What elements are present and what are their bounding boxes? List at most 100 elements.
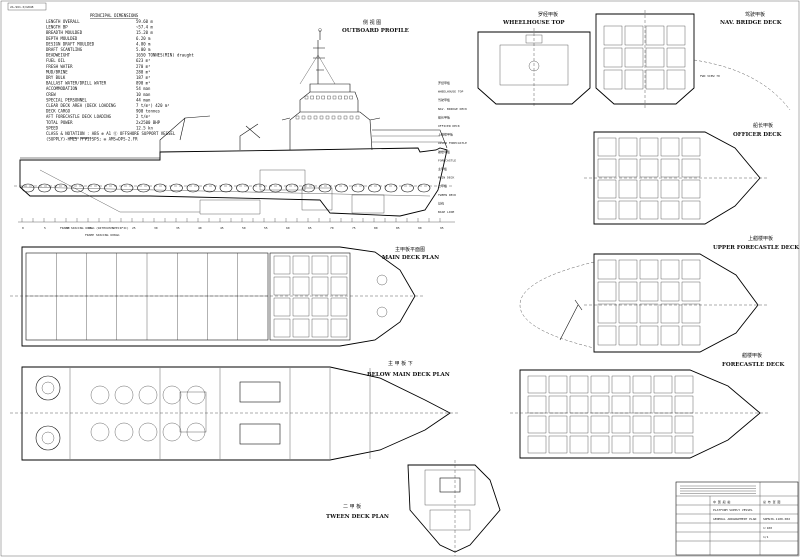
fender-tyre: [384, 183, 398, 193]
fender-tyre: [351, 183, 365, 193]
fender-tyre: [368, 183, 381, 193]
main-deck-title-cn: 主甲板平面图: [395, 246, 425, 253]
fender-tyre: [153, 183, 167, 193]
particular-value: 4.80 m: [136, 41, 151, 46]
deck-level-label: TWEEN DECK: [438, 193, 456, 197]
fender-tyre: [104, 183, 117, 193]
frame-spacing-note: FRAME SPACING 600mm (WITHOUT SPECIFIC): [60, 226, 129, 230]
particular-value: ~57.4 m: [136, 25, 153, 30]
frame-number: 70: [330, 226, 334, 230]
profile-hull: [19, 147, 448, 217]
title-block-drawing-cn: 总 布 置 图: [763, 499, 780, 504]
nav-bridge-deck: 驾驶甲板 NAV. BRIDGE DECK FWD VIEW 70: [595, 10, 791, 111]
tween-deck-plan: 二 甲 板 TWEEN DECK PLAN: [326, 460, 501, 556]
particular-value: 59.60 m: [136, 19, 153, 24]
deck-level-label: 主甲板: [438, 166, 447, 171]
fender-tyre: [335, 183, 348, 193]
fender-tyre: [219, 183, 233, 193]
wheelhouse-top: 罗经甲板 WHEELHOUSE TOP: [477, 11, 591, 108]
officer-deck: 船长甲板 OFFICER DECK: [584, 122, 782, 225]
deck-level-label: UPPER FORECASTLE: [438, 141, 467, 145]
fender-tyre: [87, 183, 101, 193]
frame-number: 5: [44, 226, 46, 230]
fender-tyre: [71, 183, 84, 193]
outboard-title-en: OUTBOARD PROFILE: [342, 28, 409, 34]
particular-value: 7 t/m²) 420 m²: [136, 103, 170, 108]
fender-tyre: [170, 183, 183, 193]
particular-label: DESIGN DRAFT MOULDED: [46, 41, 95, 46]
deck-level-label: MAIN DECK: [438, 176, 454, 180]
frame-number: 75: [352, 226, 356, 230]
frame-number: 15: [88, 226, 92, 230]
deck-level-label: 艏楼甲板: [438, 149, 450, 154]
fender-tyre: [236, 183, 249, 193]
fender-tyre: [54, 183, 68, 193]
particular-value: 280 m³: [136, 69, 150, 74]
wheelhouse-outline: [477, 31, 591, 105]
deck-level-label: 二甲板: [438, 183, 447, 188]
deck-level-label: 基线: [438, 200, 444, 205]
frame-number: 65: [308, 226, 312, 230]
below-main-outline: [21, 366, 451, 461]
main-deck-plan: 主甲板平面图 MAIN DECK PLAN: [10, 246, 439, 347]
particular-label: DECK CARGO: [46, 109, 71, 114]
title-block-vessel: PLATFORM SUPPLY VESSEL: [713, 508, 753, 512]
wheelhouse-title-en: WHEELHOUSE TOP: [502, 20, 565, 26]
tween-title-en: TWEEN DECK PLAN: [326, 514, 389, 520]
nav-bridge-title-cn: 驾驶甲板: [745, 11, 765, 18]
particular-label: SPECIAL PERSONNEL: [46, 97, 88, 102]
frame-spacing-text: FRAME SPACING 600mm: [85, 233, 120, 237]
deck-level-label: 驾驶甲板: [438, 97, 450, 102]
stbd-propulsor: [35, 425, 61, 451]
particular-label: ACCOMMODATION: [46, 86, 78, 91]
particular-label: AFT FORECASTLE DECK LOADING: [46, 114, 112, 119]
upper-fc-outline: [593, 253, 759, 353]
forecastle-title-en: FORECASTLE DECK: [722, 362, 784, 368]
wheelhouse-title-cn: 罗经甲板: [538, 11, 558, 18]
particular-value: 1650 TONNES(MIN) draught: [136, 53, 194, 58]
particular-value: 187 m³: [136, 75, 150, 80]
title-block-scale: 1:100: [763, 526, 772, 530]
frame-number: 20: [110, 226, 114, 230]
frame-number: 60: [286, 226, 290, 230]
particular-label: TOTAL POWER: [46, 120, 73, 125]
particular-value: 270 m³: [136, 64, 150, 69]
deck-level-label: 罗经甲板: [438, 80, 450, 85]
title-block-number: SDMS36-1100-002: [763, 517, 790, 521]
fender-tyre: [38, 183, 51, 193]
frame-number: 95: [440, 226, 444, 230]
particular-label: DRY BULK: [46, 75, 66, 80]
fender-tyre: [21, 183, 35, 193]
particular-value: 5.00 m: [136, 47, 151, 52]
particular-value: 2x2500 BHP: [136, 120, 161, 125]
deck-level-label: BASE LINE: [438, 210, 454, 214]
title-block-company: 中 国 船 舶: [713, 499, 730, 504]
frame-number: 90: [418, 226, 422, 230]
deck-level-label: NAV. BRIDGE DECK: [438, 107, 467, 111]
particular-value: 15.20 m: [136, 30, 153, 35]
nav-bridge-title-en: NAV. BRIDGE DECK: [720, 20, 782, 26]
deck-level-label: 上艏楼甲板: [438, 132, 453, 137]
particular-label: DRAFT SCANTLING: [46, 47, 83, 52]
tween-title-cn: 二 甲 板: [343, 503, 361, 510]
main-deck-outline: [21, 246, 416, 347]
forecastle-outline: [519, 369, 761, 459]
fender-tyre: [186, 183, 200, 193]
below-main-title-cn: 主 甲 板 下: [388, 360, 413, 367]
particular-label: SPEED: [46, 125, 59, 130]
frame-number: 25: [132, 226, 136, 230]
fender-tyre: [417, 183, 431, 193]
particular-value: 44 man: [136, 97, 151, 102]
particular-label: BALLAST WATER/DRILL WATER: [46, 81, 107, 86]
fender-tyre: [203, 183, 216, 193]
fwd-view-label: FWD VIEW 70: [700, 74, 720, 78]
frame-number: 85: [396, 226, 400, 230]
frame-number: 30: [154, 226, 158, 230]
particular-value: 900 tonnes: [136, 109, 161, 114]
fender-tyre: [401, 183, 414, 193]
nav-bridge-outline: [595, 13, 695, 105]
fender-tyre: [137, 183, 150, 193]
particular-label: CLASS & NOTATION : ABS ✠ A1 Ⓔ OFFSHORE S…: [46, 130, 176, 136]
